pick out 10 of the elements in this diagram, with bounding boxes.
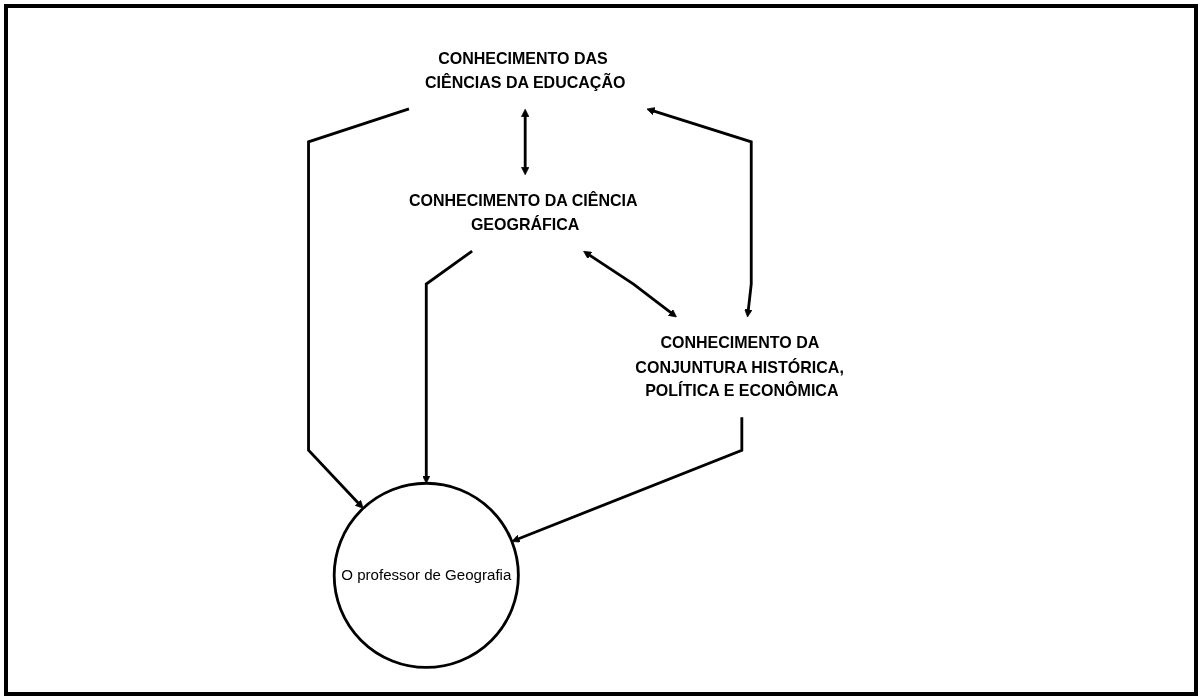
- arrow: [646, 107, 754, 318]
- node-text: CONHECIMENTO DA CONJUNTURA HISTÓRICA, POLÍTICA E ECONÔMICA: [635, 333, 845, 400]
- arrow: [583, 250, 678, 318]
- node-circle: O professor de Geografia: [333, 481, 521, 669]
- arrow: [521, 108, 530, 176]
- node-text: CONHECIMENTO DA CIÊNCIA GEOGRÁFICA: [409, 191, 638, 234]
- node-text: CONHECIMENTO DAS CIÊNCIAS DA EDUCAÇÃO: [425, 49, 626, 92]
- arrow: [422, 249, 474, 484]
- arrow: [307, 107, 410, 509]
- arrow: [511, 417, 744, 543]
